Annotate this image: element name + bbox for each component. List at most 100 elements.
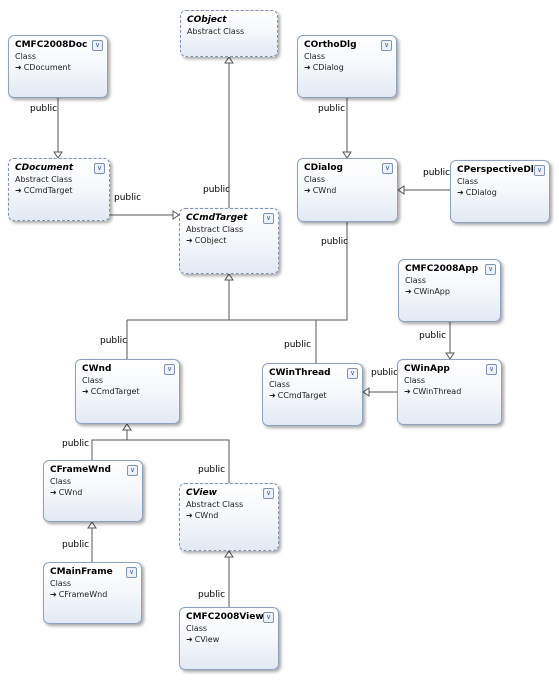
inherit-arrow-icon: ➜ (50, 488, 57, 497)
class-name: CPerspectiveDlg (457, 165, 541, 175)
base-class-name: CCmdTarget (90, 387, 140, 396)
class-kind: Abstract Class (15, 175, 73, 184)
arrowhead-perspectivedlg-to-dialog (397, 185, 405, 195)
class-name: CWinApp (404, 364, 450, 374)
class-name: CCmdTarget (186, 213, 248, 223)
class-kind: Class (50, 477, 72, 486)
class-name: CMainFrame (50, 567, 113, 577)
class-box-cmfc2008doc[interactable]: ∨ CMFC2008Doc Class ➜CDocument (8, 35, 108, 98)
inherit-arrow-icon: ➜ (269, 391, 276, 400)
collapse-chevron-icon[interactable]: ∨ (126, 567, 137, 578)
class-box-cwinthread[interactable]: ∨ CWinThread Class ➜CCmdTarget (262, 363, 363, 426)
class-box-ccmdtarget[interactable]: ∨ CCmdTarget Abstract Class ➜CObject (179, 208, 279, 274)
collapse-chevron-icon[interactable]: ∨ (263, 213, 274, 224)
class-kind: Class (404, 376, 426, 385)
collapse-chevron-icon[interactable]: ∨ (486, 364, 497, 375)
class-box-cobject[interactable]: CObject Abstract Class (180, 10, 278, 57)
collapse-chevron-icon[interactable]: ∨ (164, 364, 175, 375)
base-class-row: ➜CDocument (15, 62, 101, 74)
base-class-name: CWnd (312, 186, 337, 195)
class-kind: Class (50, 579, 72, 588)
collapse-chevron-icon[interactable]: ∨ (347, 368, 358, 379)
class-kind: Class (82, 376, 104, 385)
class-name: CMFC2008View (186, 612, 264, 622)
class-kind: Class (304, 52, 326, 61)
class-kind: Class (457, 177, 479, 186)
collapse-chevron-icon[interactable]: ∨ (263, 488, 274, 499)
class-kind: Abstract Class (186, 225, 244, 234)
inherit-arrow-icon: ➜ (15, 63, 22, 72)
collapse-chevron-icon[interactable]: ∨ (92, 40, 103, 51)
relation-label: public (423, 168, 451, 178)
inherit-arrow-icon: ➜ (186, 236, 193, 245)
base-class-name: CDocument (23, 63, 71, 72)
class-box-cwnd[interactable]: ∨ CWnd Class ➜CCmdTarget (75, 359, 180, 424)
base-class-row: ➜CView (186, 634, 272, 646)
collapse-chevron-icon[interactable]: ∨ (382, 163, 393, 174)
class-box-cmfc2008view[interactable]: ∨ CMFC2008View Class ➜CView (179, 607, 279, 670)
base-class-name: CCmdTarget (277, 391, 327, 400)
base-class-name: CFrameWnd (58, 590, 108, 599)
inherit-arrow-icon: ➜ (82, 387, 89, 396)
arrowhead-bus-to-cwnd (122, 423, 132, 431)
connector-framewnd-view-to-bus (91, 439, 230, 483)
base-class-name: CWnd (194, 511, 219, 520)
class-box-cframewnd[interactable]: ∨ CFrameWnd Class ➜CWnd (43, 460, 143, 522)
collapse-chevron-icon[interactable]: ∨ (534, 165, 545, 176)
relation-label: public (198, 465, 226, 475)
collapse-chevron-icon[interactable]: ∨ (263, 612, 274, 623)
inherit-arrow-icon: ➜ (304, 63, 311, 72)
base-class-name: CWinApp (413, 287, 450, 296)
class-name: CWnd (82, 364, 112, 374)
inherit-arrow-icon: ➜ (304, 186, 311, 195)
class-box-cdocument[interactable]: ∨ CDocument Abstract Class ➜CCmdTarget (8, 158, 110, 221)
relation-label: public (114, 193, 142, 203)
class-kind: Class (304, 175, 326, 184)
base-class-name: CCmdTarget (23, 186, 73, 195)
base-class-row: ➜CFrameWnd (50, 589, 135, 601)
class-kind: Class (269, 380, 291, 389)
relation-label: public (62, 540, 90, 550)
collapse-chevron-icon[interactable]: ∨ (485, 264, 496, 275)
relation-label: public (198, 590, 226, 600)
class-name: CObject (187, 15, 227, 25)
class-box-cview[interactable]: ∨ CView Abstract Class ➜CWnd (179, 483, 279, 551)
class-kind: Class (15, 52, 37, 61)
inherit-arrow-icon: ➜ (186, 511, 193, 520)
collapse-chevron-icon[interactable]: ∨ (127, 465, 138, 476)
base-class-row: ➜CWinApp (405, 286, 494, 298)
base-class-name: CWnd (58, 488, 83, 497)
base-class-row: ➜CWinThread (404, 386, 495, 398)
collapse-chevron-icon[interactable]: ∨ (381, 40, 392, 51)
inherit-arrow-icon: ➜ (50, 590, 57, 599)
arrowhead-mfcview-to-view (224, 550, 234, 558)
arrowhead-mainframe-to-framewnd (87, 521, 97, 529)
class-name: CMFC2008Doc (15, 40, 88, 50)
relation-label: public (284, 340, 312, 350)
class-box-cperspectivedlg[interactable]: ∨ CPerspectiveDlg Class ➜CDialog (450, 160, 550, 223)
class-name: COrthoDlg (304, 40, 357, 50)
class-box-cdialog[interactable]: ∨ CDialog Class ➜CWnd (297, 158, 398, 222)
class-kind: Abstract Class (187, 27, 245, 36)
relation-label: public (321, 237, 349, 247)
class-kind: Abstract Class (186, 500, 244, 509)
class-box-cwinapp[interactable]: ∨ CWinApp Class ➜CWinThread (397, 359, 502, 425)
relation-label: public (318, 104, 346, 114)
base-class-name: CDialog (465, 188, 497, 197)
collapse-chevron-icon[interactable]: ∨ (94, 163, 105, 174)
class-name: CFrameWnd (50, 465, 111, 475)
class-name: CDocument (15, 163, 74, 173)
arrowhead-doc-to-document (53, 151, 63, 159)
base-class-name: CObject (194, 236, 227, 245)
class-box-corthodlg[interactable]: ∨ COrthoDlg Class ➜CDialog (297, 35, 397, 98)
relation-label: public (371, 368, 399, 378)
arrowhead-winapp-to-winthread (362, 387, 370, 397)
inherit-arrow-icon: ➜ (15, 186, 22, 195)
arrowhead-cmdtarget-to-object (224, 56, 234, 64)
relation-label: public (203, 185, 231, 195)
base-class-row: ➜CDialog (457, 187, 543, 199)
base-class-row: ➜CWnd (186, 510, 272, 522)
class-box-cmainframe[interactable]: ∨ CMainFrame Class ➜CFrameWnd (43, 562, 142, 624)
class-box-cmfc2008app[interactable]: ∨ CMFC2008App Class ➜CWinApp (398, 259, 501, 322)
